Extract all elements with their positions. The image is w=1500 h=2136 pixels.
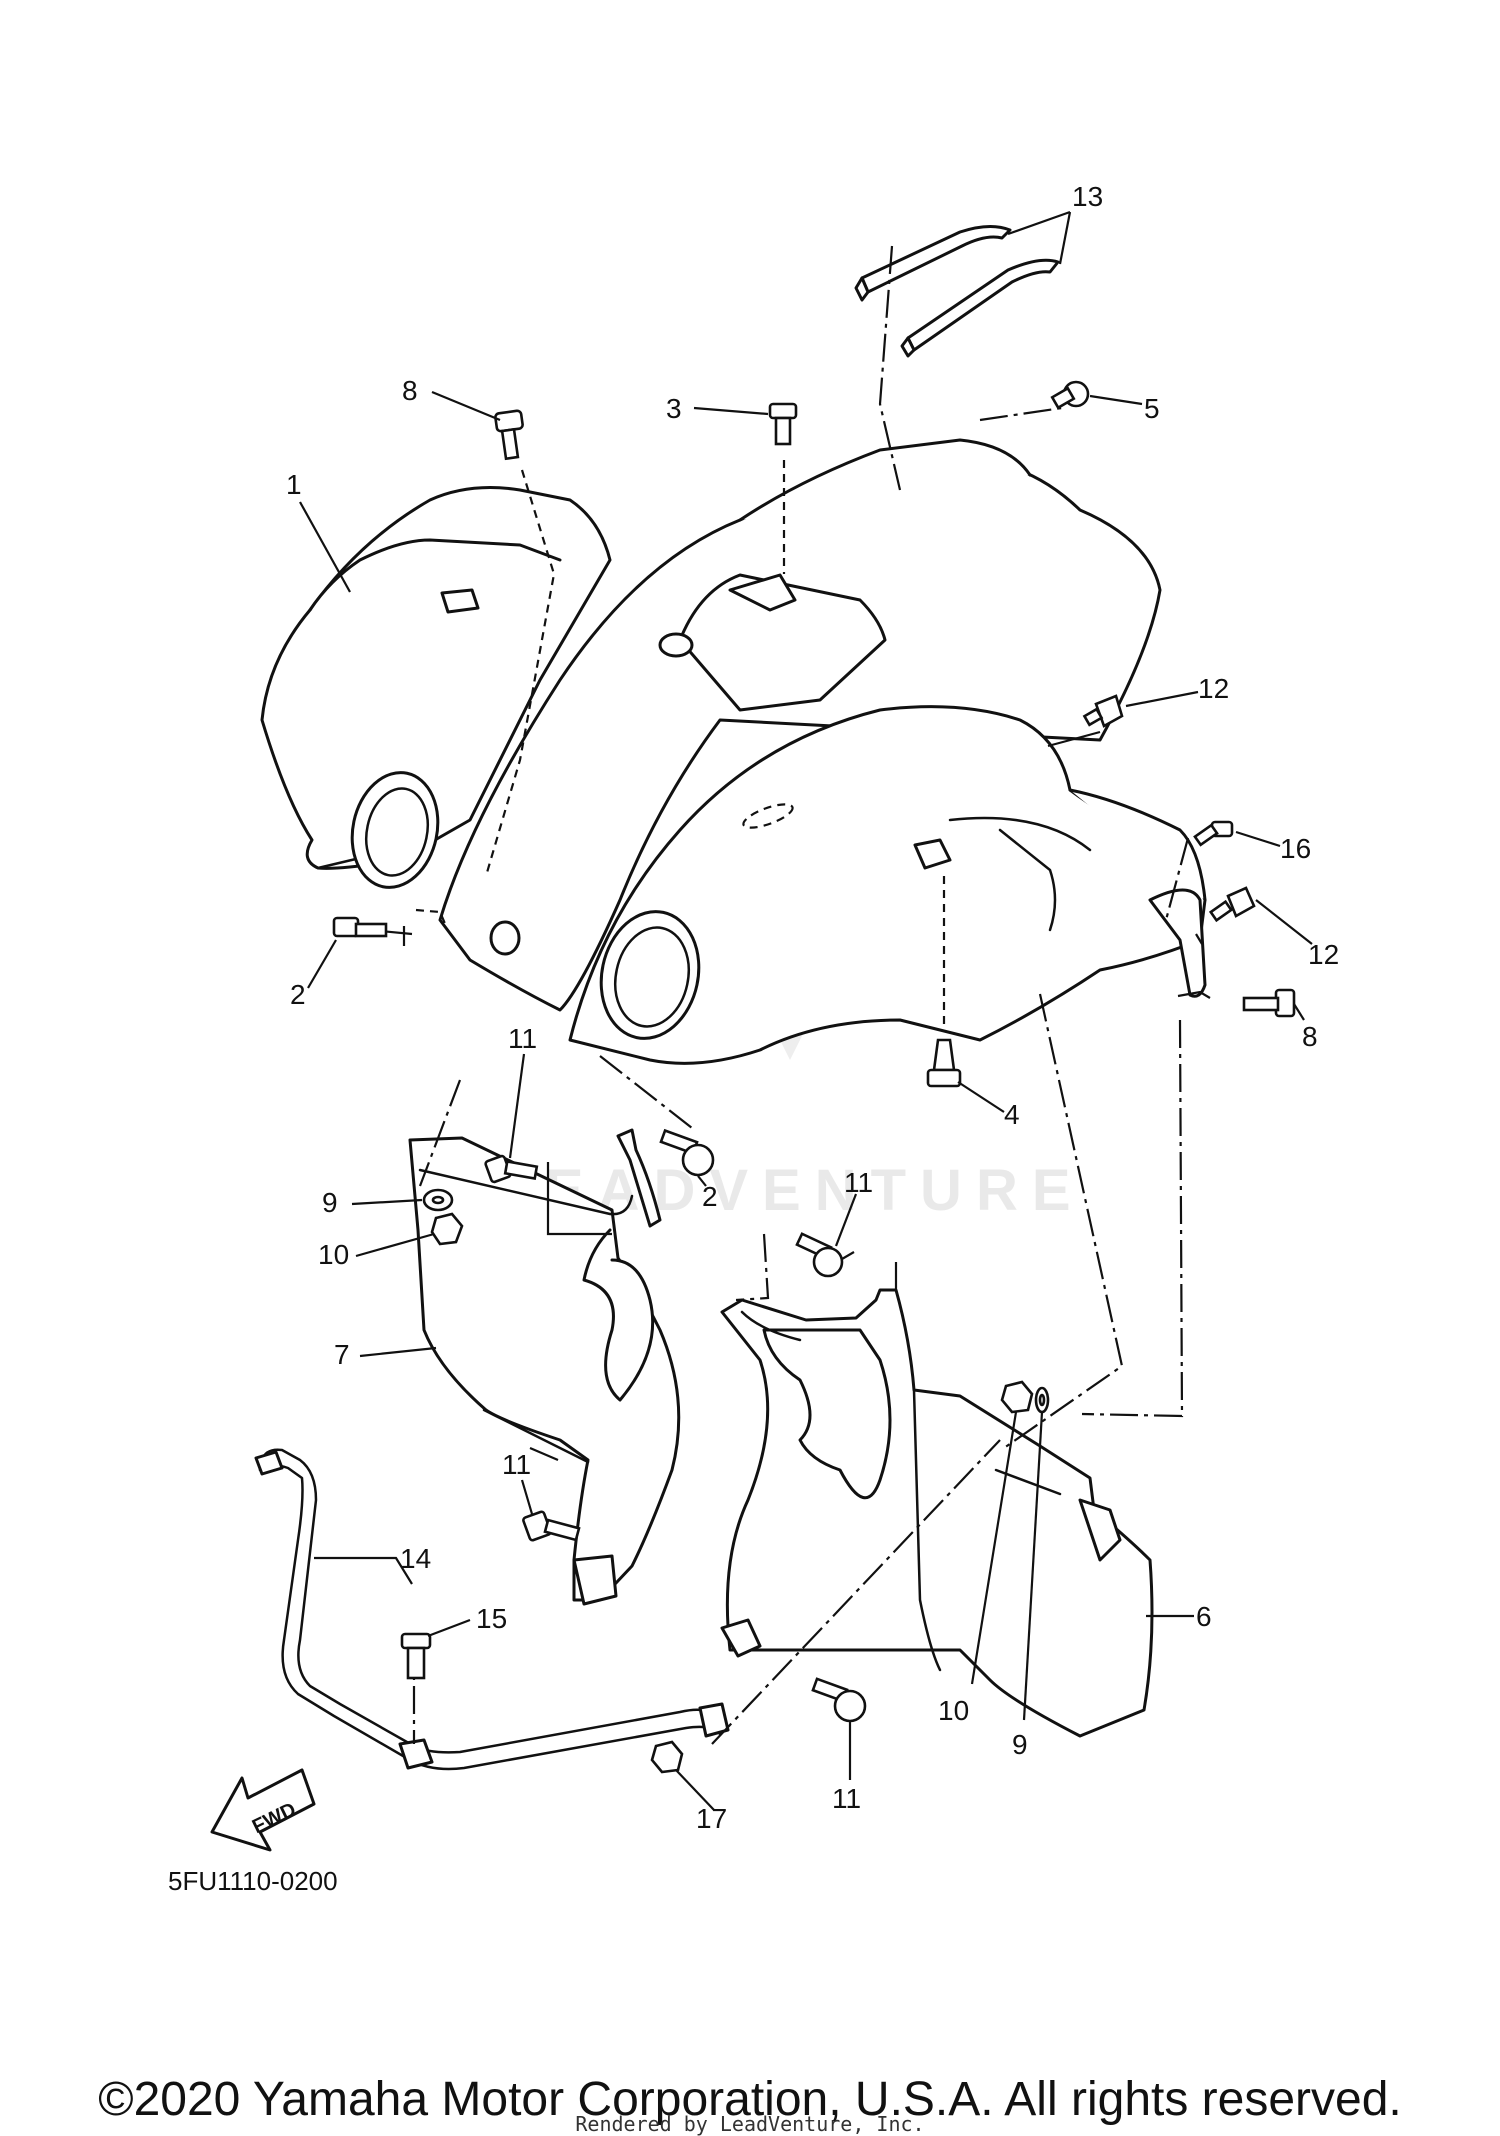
callout-5: 5 — [1144, 393, 1160, 424]
hardware — [332, 380, 1296, 1774]
washer-9-right — [1034, 1386, 1050, 1414]
callout-15: 15 — [476, 1603, 507, 1634]
callout-10-left: 10 — [318, 1239, 349, 1270]
callout-11-right: 11 — [844, 1167, 873, 1198]
diagram-code: 5FU1110-0200 — [168, 1866, 338, 1896]
callout-11-upper-left: 11 — [508, 1023, 537, 1054]
callout-12-upper: 12 — [1198, 673, 1229, 704]
rivet-12-upper — [1082, 694, 1124, 728]
washer-9-left — [422, 1188, 454, 1212]
nut-17 — [650, 1740, 684, 1774]
part-13-trim-strips — [854, 225, 1060, 358]
rendered-by-credit: Rendered by LeadVenture, Inc. — [575, 2112, 925, 2136]
callout-3: 3 — [666, 393, 682, 424]
callout-4: 4 — [1004, 1099, 1020, 1130]
fwd-arrow-icon: FWD — [210, 1768, 316, 1852]
rivet-12-lower — [1208, 886, 1256, 923]
bolt-11-right — [795, 1232, 844, 1278]
bolt-8-top — [494, 409, 524, 461]
part-6-right-panel — [720, 1288, 1154, 1738]
clip-5 — [1050, 380, 1090, 410]
nut-10-left — [430, 1212, 464, 1246]
part-7-left-panel — [408, 1128, 681, 1606]
screw-4 — [926, 1038, 962, 1088]
callout-leaders — [299, 210, 1313, 1811]
bolt-11-lower-right — [811, 1677, 867, 1723]
callout-labels: 13 8 3 5 1 12 16 12 2 8 11 4 2 9 11 10 7… — [286, 181, 1339, 1834]
callout-8-top: 8 — [402, 375, 418, 406]
bolt-11-lower-left — [522, 1510, 581, 1542]
screw-3 — [768, 402, 798, 446]
nut-10-right — [1000, 1380, 1034, 1414]
callout-11-lower-right: 11 — [832, 1783, 861, 1814]
callout-14: 14 — [400, 1543, 431, 1574]
copyright-notice: ©2020 Yamaha Motor Corporation, U.S.A. A… — [98, 2073, 1402, 2126]
callout-17: 17 — [696, 1803, 727, 1834]
callout-2-left: 2 — [290, 979, 306, 1010]
callout-9-left: 9 — [322, 1187, 338, 1218]
bolt-2-right — [659, 1128, 715, 1177]
bolt-8-right — [1242, 988, 1296, 1018]
callout-1: 1 — [286, 469, 302, 500]
part-14-stay — [254, 1448, 730, 1771]
callout-7: 7 — [334, 1339, 350, 1370]
callout-9-right: 9 — [1012, 1729, 1028, 1760]
bolt-11-upper-left — [484, 1154, 539, 1184]
callout-13: 13 — [1072, 181, 1103, 212]
part-1-front-fender — [260, 438, 1207, 1065]
callout-8-right: 8 — [1302, 1021, 1318, 1052]
callout-2-right: 2 — [702, 1181, 718, 1212]
bolt-15 — [400, 1632, 432, 1680]
callout-6: 6 — [1196, 1601, 1212, 1632]
bolt-2-left — [332, 916, 388, 938]
callout-11-lower-left: 11 — [502, 1449, 531, 1480]
callout-12-lower: 12 — [1308, 939, 1339, 970]
callout-16: 16 — [1280, 833, 1311, 864]
bolt-16 — [1193, 820, 1234, 847]
callout-10-right: 10 — [938, 1695, 969, 1726]
